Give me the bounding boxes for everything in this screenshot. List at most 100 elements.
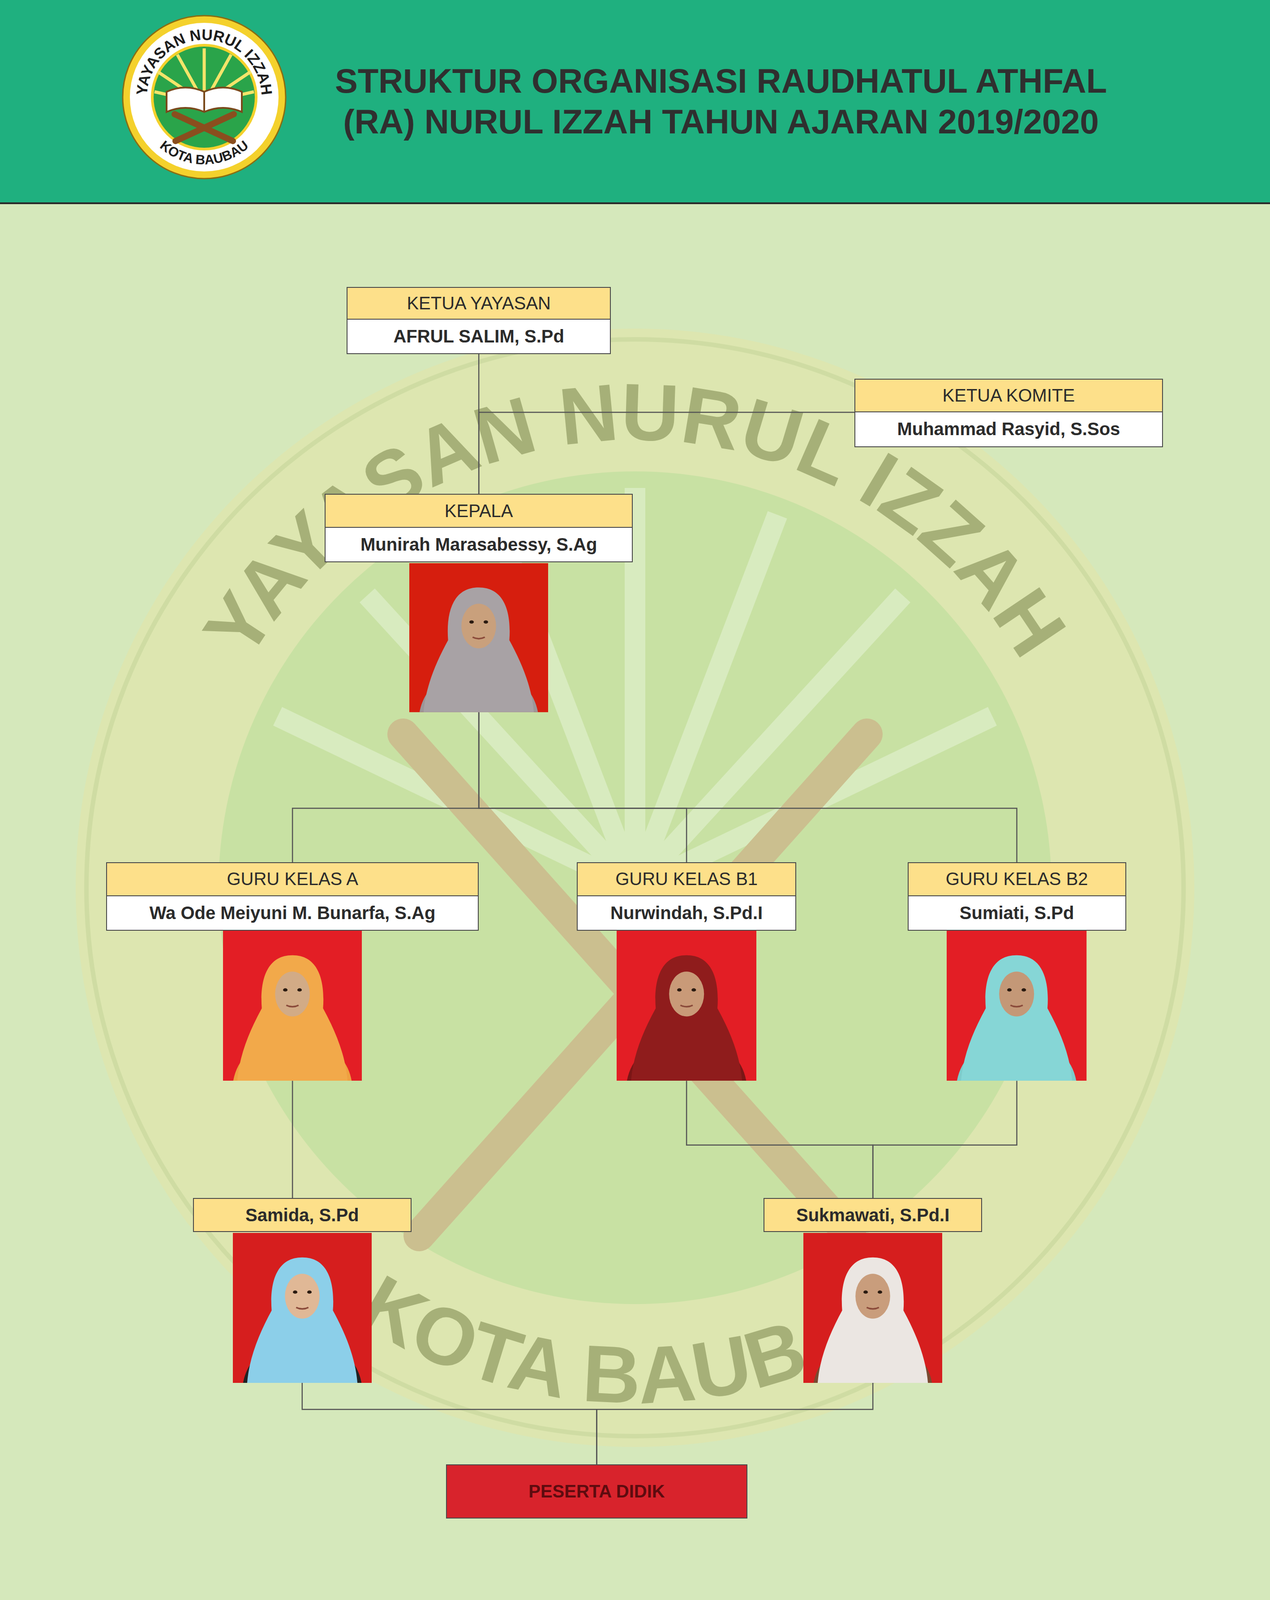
title-area: STRUKTUR ORGANISASI RAUDHATUL ATHFAL (RA… [313, 0, 1129, 203]
box-header: KETUA KOMITE [854, 378, 1163, 413]
portrait-shape [855, 1274, 891, 1319]
logo-book-stand [174, 114, 234, 142]
portrait-shape [877, 1290, 883, 1294]
portrait-photo [409, 563, 549, 713]
portrait-shape [461, 604, 497, 649]
portrait-shape [616, 931, 757, 1082]
connector-line [596, 1383, 873, 1465]
portrait-photo [232, 1233, 372, 1384]
connector-line [686, 1081, 873, 1199]
portrait-shape [274, 971, 310, 1017]
portrait-shape [630, 955, 743, 1082]
portrait-shape [680, 1005, 693, 1008]
position-title: KEPALA [444, 501, 514, 522]
connector-line [302, 1383, 597, 1465]
portrait-shape [297, 988, 302, 992]
position-title: PESERTA DIDIK [528, 1481, 665, 1502]
portrait-shape [946, 931, 1087, 1082]
portrait-shape [247, 1257, 358, 1384]
portrait-shape [1007, 988, 1012, 992]
connector-line [291, 1081, 294, 1199]
person-name: Munirah Marasabessy, S.Ag [360, 534, 597, 555]
logo-text: KOTA BAUBAU [157, 137, 252, 168]
person-name: Wa Ode Meiyuni M. Bunarfa, S.Ag [149, 903, 436, 924]
portrait-shape [232, 1233, 372, 1384]
portrait-shape [1010, 1005, 1024, 1008]
connector-line [478, 354, 480, 494]
person-name: Sumiati, S.Pd [959, 903, 1075, 924]
box-header: KEPALA [324, 493, 633, 528]
portrait-shape [223, 931, 362, 1082]
portrait-shape [483, 620, 489, 624]
logo-text: YAYASAN NURUL IZZAH [133, 25, 276, 97]
box-header: GURU KELAS B1 [576, 862, 797, 897]
box-header: Samida, S.Pd [193, 1198, 412, 1232]
portrait-shape [307, 1290, 312, 1294]
logo-center [152, 45, 257, 150]
watermark-book-stand [403, 734, 867, 1236]
chart-title: STRUKTUR ORGANISASI RAUDHATUL ATHFAL (RA… [313, 60, 1129, 142]
position-box: Sukmawati, S.Pd.I [763, 1198, 983, 1384]
portrait-photo [223, 931, 362, 1082]
position-box: KEPALA Munirah Marasabessy, S.Ag [324, 493, 633, 713]
portrait-shape [1021, 988, 1027, 992]
box-name-row: Wa Ode Meiyuni M. Bunarfa, S.Ag [106, 896, 479, 932]
logo-book-spine [203, 91, 206, 112]
connector-line [478, 712, 1017, 863]
logo-ring [122, 15, 286, 179]
box-header: GURU KELAS B2 [907, 862, 1127, 897]
position-title: Samida, S.Pd [245, 1205, 359, 1226]
watermark-rays [277, 488, 993, 889]
box-header: PESERTA DIDIK [446, 1464, 748, 1519]
connector-line [872, 1081, 1017, 1199]
portrait-shape [472, 637, 485, 640]
portrait-shape [469, 620, 474, 624]
position-box: GURU KELAS B2 Sumiati, S.Pd [907, 862, 1127, 1082]
connector-line [478, 412, 855, 494]
position-title: Sukmawati, S.Pd.I [796, 1205, 950, 1226]
portrait-photo [803, 1233, 943, 1384]
person-name: AFRUL SALIM, S.Pd [393, 326, 564, 347]
logo-text: KOTA BAUBAU [157, 137, 252, 168]
portrait-shape [817, 1257, 928, 1384]
box-name-row: Nurwindah, S.Pd.I [576, 896, 797, 932]
portrait-shape [283, 988, 288, 992]
person-name: Nurwindah, S.Pd.I [610, 903, 763, 924]
position-title: GURU KELAS B1 [615, 869, 758, 890]
portrait-photo [946, 931, 1087, 1082]
portrait-shape [803, 1233, 943, 1384]
box-header: KETUA YAYASAN [346, 287, 611, 320]
portrait-shape [863, 1290, 868, 1294]
portrait-shape [292, 1290, 298, 1294]
box-name-row: Sumiati, S.Pd [907, 896, 1127, 932]
watermark-ring [75, 328, 1195, 1448]
box-header: GURU KELAS A [106, 862, 479, 897]
position-box: GURU KELAS A Wa Ode Meiyuni M. Bunarfa, S… [106, 862, 479, 1082]
portrait-shape [999, 971, 1035, 1017]
logo: YAYASAN NURUL IZZAH KOTA BAUBAU [0, 0, 314, 203]
position-title: GURU KELAS A [226, 869, 358, 890]
connector-line [478, 712, 687, 863]
portrait-shape [409, 563, 549, 713]
terminal-box: PESERTA DIDIK [446, 1464, 748, 1519]
portrait-shape [237, 955, 348, 1082]
portrait-shape [423, 587, 534, 713]
position-box: KETUA KOMITE Muhammad Rasyid, S.Sos [854, 378, 1163, 448]
portrait-shape [866, 1307, 879, 1309]
portrait-shape [669, 971, 704, 1017]
logo-text: YAYASAN NURUL IZZAH [133, 25, 276, 97]
position-box: KETUA YAYASAN AFRUL SALIM, S.Pd [346, 287, 611, 355]
portrait-shape [691, 988, 696, 992]
position-title: KETUA KOMITE [942, 385, 1076, 406]
portrait-shape [286, 1005, 299, 1008]
box-header: Sukmawati, S.Pd.I [763, 1198, 983, 1232]
position-box: GURU KELAS B1 Nurwindah, S.Pd.I [576, 862, 797, 1082]
connector-line [292, 712, 479, 863]
portrait-photo [616, 931, 757, 1082]
box-name-row: AFRUL SALIM, S.Pd [346, 319, 611, 355]
portrait-shape [677, 988, 682, 992]
header-band: YAYASAN NURUL IZZAH KOTA BAUBAU STRUKTUR… [0, 0, 1270, 205]
box-name-row: Muhammad Rasyid, S.Sos [854, 412, 1163, 448]
